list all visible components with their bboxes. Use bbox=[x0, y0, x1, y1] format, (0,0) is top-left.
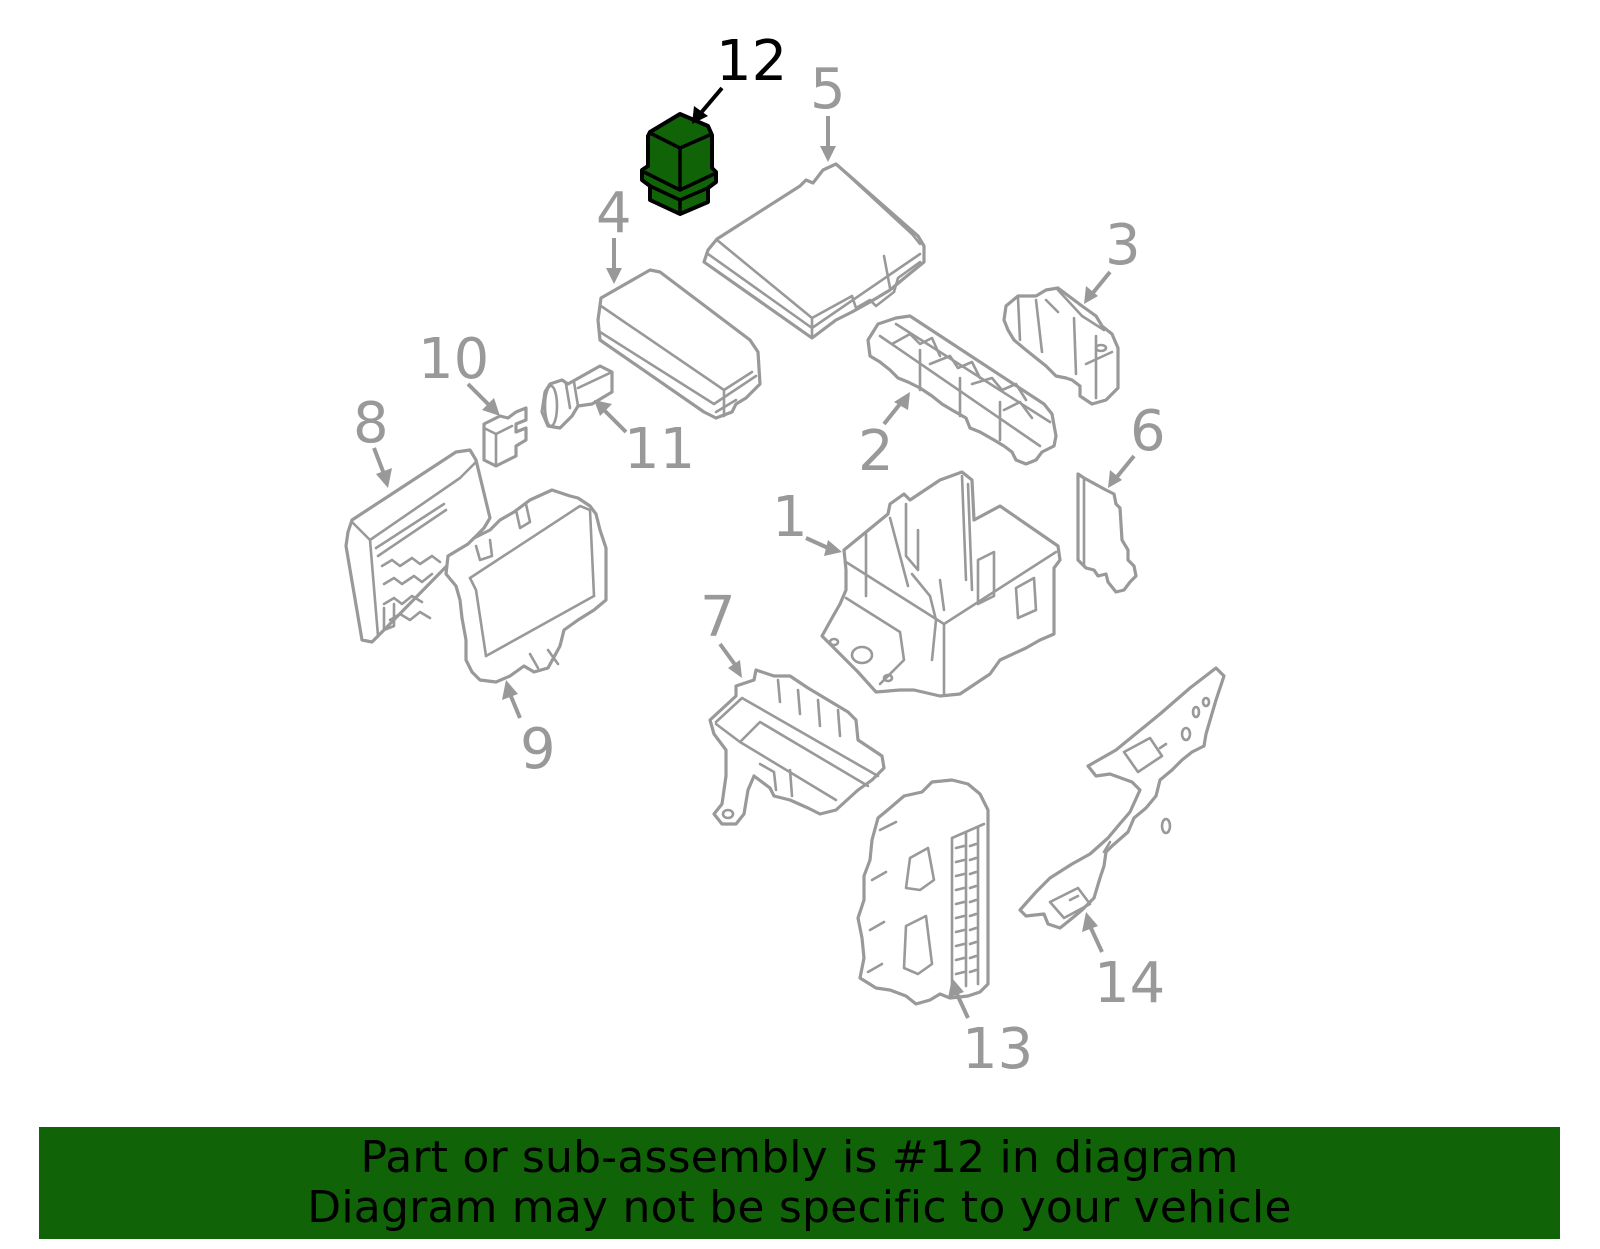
banner-line-part-number: Part or sub-assembly is #12 in diagram bbox=[360, 1132, 1239, 1183]
callout-labels: 12 5 4 3 10 8 11 2 6 1 7 9 14 13 bbox=[353, 29, 1166, 1082]
callout-arrows bbox=[372, 86, 1136, 1019]
callout-4[interactable]: 4 bbox=[596, 181, 632, 246]
callout-8[interactable]: 8 bbox=[353, 391, 389, 456]
part-10-fuse[interactable] bbox=[482, 406, 528, 468]
part-11-plug[interactable] bbox=[540, 364, 614, 430]
callout-5[interactable]: 5 bbox=[810, 57, 846, 122]
part-5-cover[interactable] bbox=[702, 162, 926, 340]
part-13-junction-block[interactable] bbox=[856, 778, 990, 1006]
callout-3[interactable]: 3 bbox=[1105, 213, 1141, 278]
part-3-bracket[interactable] bbox=[1002, 286, 1120, 406]
callout-1[interactable]: 1 bbox=[772, 485, 808, 550]
part-4-cover[interactable] bbox=[596, 268, 762, 420]
callout-14[interactable]: 14 bbox=[1094, 951, 1165, 1016]
callout-12[interactable]: 12 bbox=[716, 29, 787, 94]
callout-10[interactable]: 10 bbox=[418, 327, 489, 392]
part-8-relay-board[interactable] bbox=[344, 448, 492, 644]
part-2-fuse-block[interactable] bbox=[866, 314, 1058, 466]
banner-line-disclaimer: Diagram may not be specific to your vehi… bbox=[307, 1182, 1292, 1233]
info-banner: Part or sub-assembly is #12 in diagram D… bbox=[39, 1127, 1560, 1239]
callout-2[interactable]: 2 bbox=[858, 419, 894, 484]
part-9-frame[interactable] bbox=[444, 488, 608, 684]
part-1-base[interactable] bbox=[820, 470, 1062, 698]
callout-6[interactable]: 6 bbox=[1130, 399, 1166, 464]
part-14-bracket[interactable] bbox=[1018, 666, 1226, 930]
part-12-relay[interactable] bbox=[640, 112, 718, 216]
part-6-plate[interactable] bbox=[1076, 472, 1138, 594]
callout-9[interactable]: 9 bbox=[520, 717, 556, 782]
part-7-tray[interactable] bbox=[708, 668, 886, 826]
callout-13[interactable]: 13 bbox=[962, 1017, 1033, 1082]
callout-7[interactable]: 7 bbox=[700, 585, 736, 650]
callout-11[interactable]: 11 bbox=[624, 417, 695, 482]
